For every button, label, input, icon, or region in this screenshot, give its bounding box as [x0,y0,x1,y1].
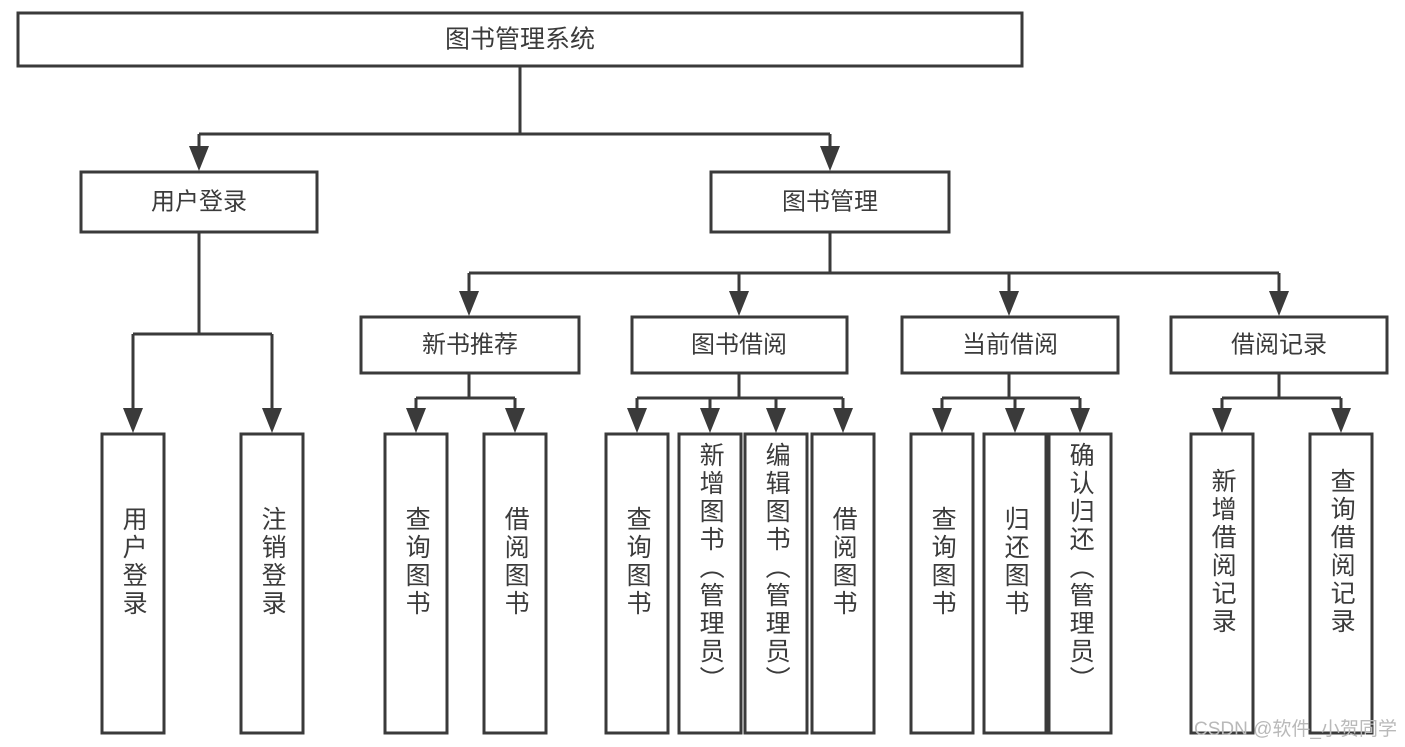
arrow-bb-leaf-1-icon [627,408,647,433]
node-current-borrow[interactable]: 当前借阅 [900,315,1120,375]
arrow-root-to-book-mgmt-icon [820,146,840,171]
node-book-borrow-box[interactable] [630,315,849,375]
node-borrow-record-box[interactable] [1169,315,1389,375]
node-borrow-record-label: 借阅记录 [1231,331,1327,358]
arrow-root-to-user-login-icon [189,146,209,171]
arrow-nbr-leaf-1-icon [406,408,426,433]
node-current-borrow-box[interactable] [900,315,1120,375]
arrow-user-login-leaf-1-icon [123,408,143,433]
arrow-bb-leaf-3-icon [766,408,786,433]
leaf-box-borrow-book-bb[interactable] [810,432,876,735]
node-user-login[interactable]: 用户登录 [79,170,319,234]
node-book-borrow[interactable]: 图书借阅 [630,315,849,375]
node-user-login-label: 用户登录 [151,188,247,215]
csdn-watermark: CSDN @软件_小贺同学 [1194,719,1397,740]
arrow-bb-leaf-2-icon [700,408,720,433]
arrow-to-book-borrow-icon [729,291,749,316]
leaf-box-query-book-nbr[interactable] [383,432,449,735]
node-root-system[interactable]: 图书管理系统 [16,11,1024,68]
arrow-to-current-borrow-icon [999,291,1019,316]
leaf-box-query-borrow-record[interactable] [1308,432,1374,735]
leaf-box-query-book-cb[interactable] [909,432,975,735]
node-root-system-box[interactable] [16,11,1024,68]
leaf-box-borrow-book-nbr[interactable] [482,432,548,735]
node-new-book-recommend[interactable]: 新书推荐 [359,315,581,375]
arrow-to-borrow-record-icon [1269,291,1289,316]
arrow-cb-leaf-2-icon [1005,408,1025,433]
leaf-box-add-borrow-record[interactable] [1189,432,1255,735]
arrow-cb-leaf-3-icon [1070,408,1090,433]
connectors-layer [123,66,1351,433]
arrow-to-new-book-rec-icon [459,291,479,316]
leaf-box-logout-login[interactable] [239,432,305,735]
leaf-box-confirm-return-admin[interactable] [1047,432,1113,735]
arrow-nbr-leaf-2-icon [505,408,525,433]
leaf-box-add-book-admin[interactable] [677,432,743,735]
leaf-box-user-login[interactable] [100,432,166,735]
node-book-management-box[interactable] [709,170,951,234]
arrow-bb-leaf-4-icon [833,408,853,433]
node-new-book-recommend-box[interactable] [359,315,581,375]
leaf-box-edit-book-admin[interactable] [743,432,809,735]
node-borrow-record[interactable]: 借阅记录 [1169,315,1389,375]
node-book-management-label: 图书管理 [782,188,878,215]
node-new-book-recommend-label: 新书推荐 [422,331,518,358]
leaf-box-return-book[interactable] [982,432,1048,735]
arrow-cb-leaf-1-icon [932,408,952,433]
arrow-user-login-leaf-2-icon [262,408,282,433]
node-current-borrow-label: 当前借阅 [962,331,1058,358]
leaf-boxes-layer [100,432,1374,735]
leaf-box-query-book-bb[interactable] [604,432,670,735]
node-user-login-box[interactable] [79,170,319,234]
node-book-borrow-label: 图书借阅 [691,331,787,358]
node-book-management[interactable]: 图书管理 [709,170,951,234]
arrow-br-leaf-2-icon [1331,408,1351,433]
node-root-system-label: 图书管理系统 [445,26,595,54]
arrow-br-leaf-1-icon [1212,408,1232,433]
